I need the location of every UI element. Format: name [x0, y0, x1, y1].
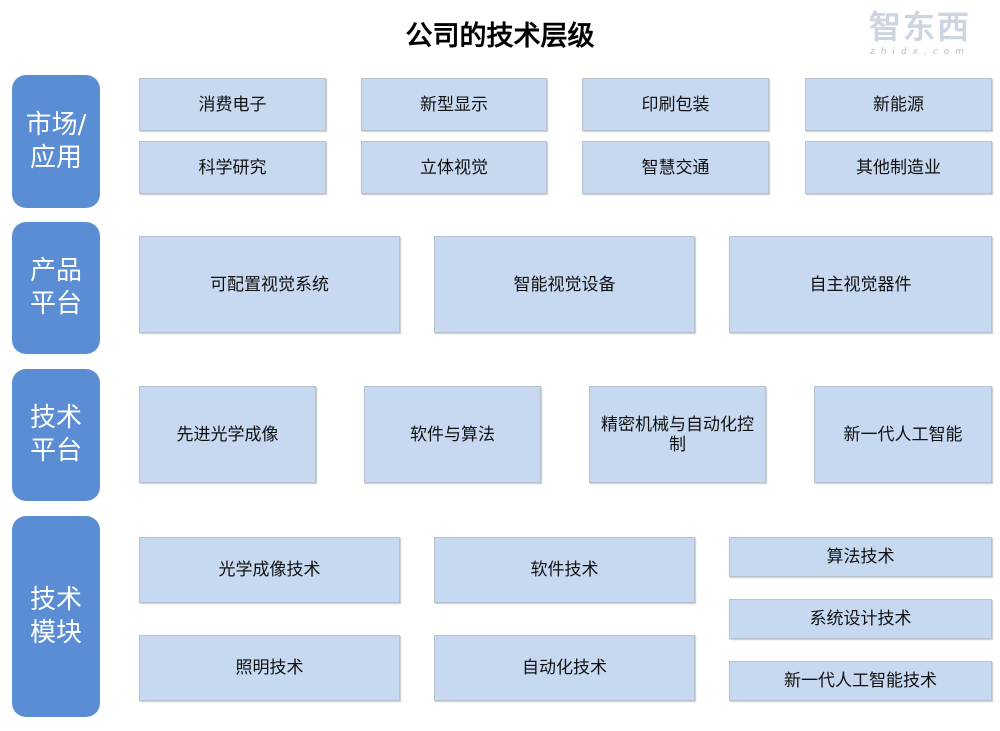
tech-module-box: 算法技术 — [729, 537, 992, 577]
tech-platform-box: 新一代人工智能 — [814, 386, 992, 483]
diagram-title: 公司的技术层级 — [405, 21, 595, 52]
market-box: 印刷包装 — [582, 78, 769, 131]
market-box: 消费电子 — [139, 78, 326, 131]
tech-platform-box: 软件与算法 — [364, 386, 541, 483]
market-box: 其他制造业 — [805, 141, 992, 194]
product-box: 智能视觉设备 — [434, 236, 695, 333]
tech-platform-box: 先进光学成像 — [139, 386, 316, 483]
product-box: 可配置视觉系统 — [139, 236, 400, 333]
tech-module-box: 新一代人工智能技术 — [729, 661, 992, 701]
product-box: 自主视觉器件 — [729, 236, 992, 333]
market-box: 立体视觉 — [361, 141, 547, 194]
tech-module-box: 光学成像技术 — [139, 537, 400, 603]
watermark-url: zhidx.com — [869, 47, 971, 57]
layer-label-tech-platform: 技术平台 — [12, 369, 100, 501]
watermark-logo-text: 智东西 — [868, 8, 971, 46]
market-box: 新型显示 — [361, 78, 547, 131]
tech-platform-box: 精密机械与自动化控制 — [589, 386, 766, 483]
tech-module-box: 系统设计技术 — [729, 599, 992, 639]
tech-module-box: 软件技术 — [434, 537, 695, 603]
tech-module-box: 照明技术 — [139, 635, 400, 701]
market-box: 新能源 — [805, 78, 992, 131]
watermark-logo: 智东西 zhidx.com — [850, 8, 990, 58]
tech-module-box: 自动化技术 — [434, 635, 695, 701]
market-box: 科学研究 — [139, 141, 326, 194]
layer-label-market: 市场/应用 — [12, 75, 100, 208]
layer-label-tech-module: 技术模块 — [12, 516, 100, 717]
layer-label-product: 产品平台 — [12, 222, 100, 354]
market-box: 智慧交通 — [582, 141, 769, 194]
